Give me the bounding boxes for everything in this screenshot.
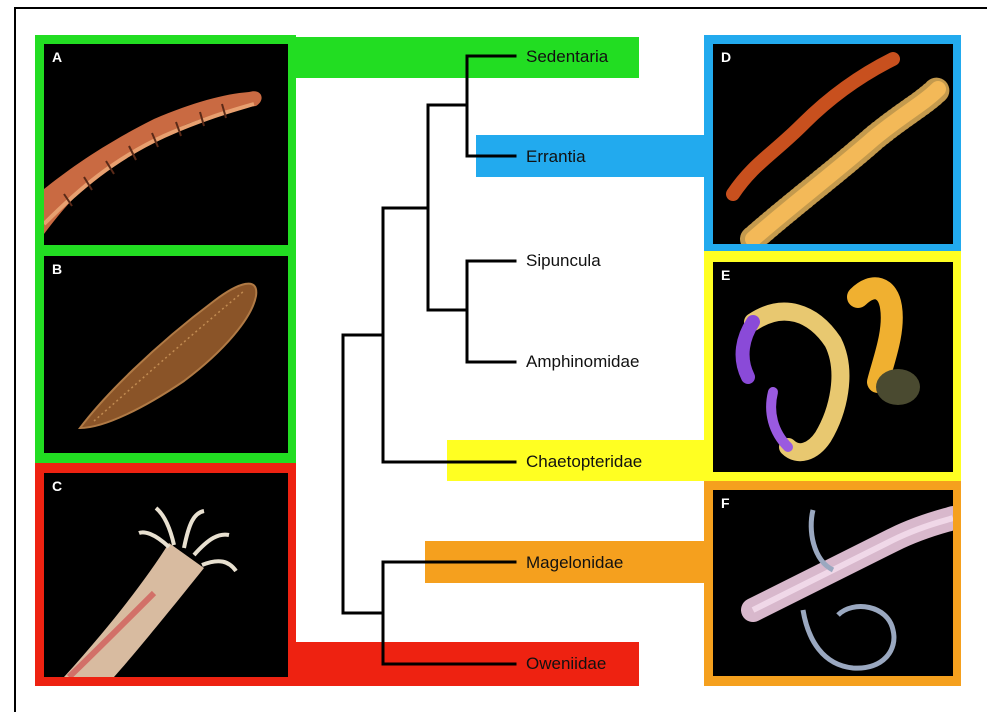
taxon-label-amphinomidae: Amphinomidae: [526, 352, 639, 372]
taxon-label-errantia: Errantia: [526, 147, 586, 167]
taxon-label-sedentaria: Sedentaria: [526, 47, 608, 67]
taxon-label-oweniidae: Oweniidae: [526, 654, 606, 674]
taxon-label-chaetopteridae: Chaetopteridae: [526, 452, 642, 472]
taxon-label-sipuncula: Sipuncula: [526, 251, 601, 271]
taxon-label-magelonidae: Magelonidae: [526, 553, 623, 573]
